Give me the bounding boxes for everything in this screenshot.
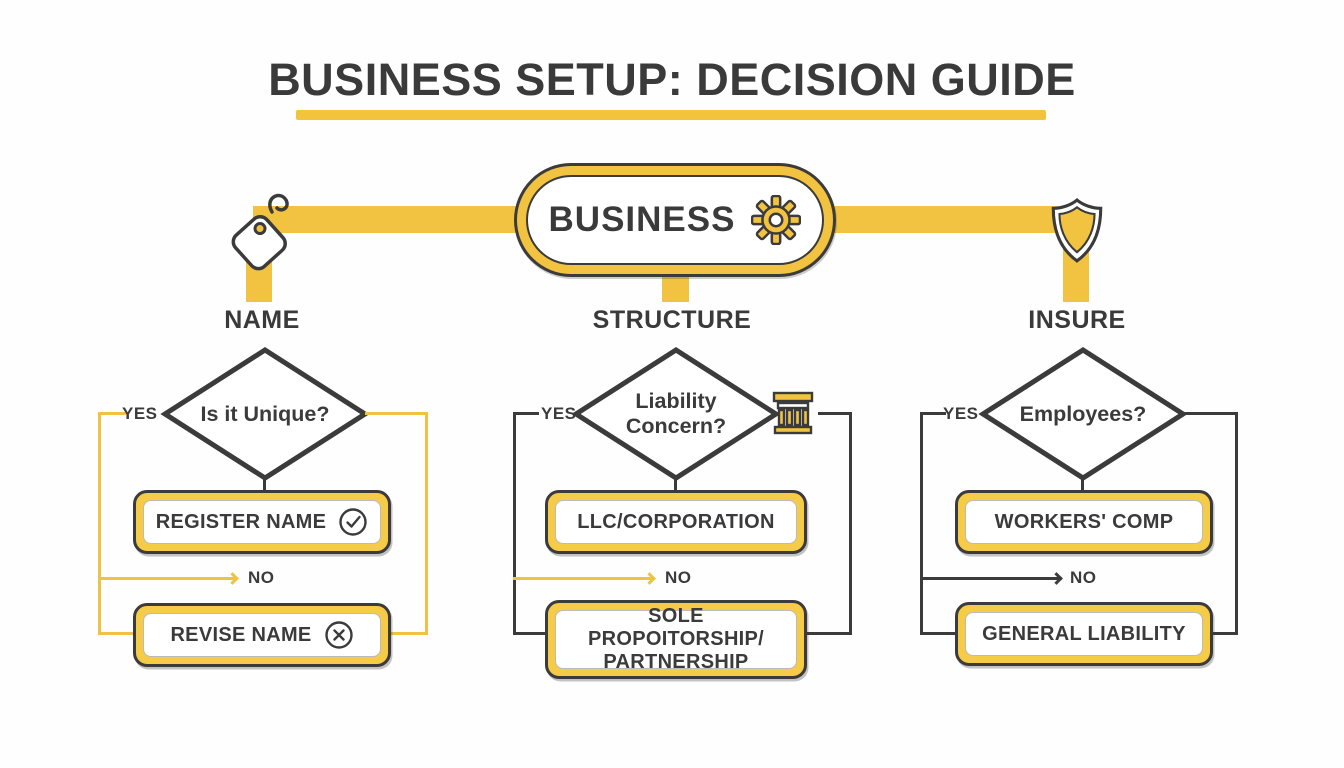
structure-no-arrowhead — [643, 572, 656, 585]
insure-left-bottom-connector — [920, 632, 958, 635]
name-right-connector — [365, 412, 428, 415]
bank-icon — [772, 391, 814, 435]
name-right-bottom-connector — [390, 632, 428, 635]
sole-proprietorship-label: SOLE PROPOITORSHIP/ PARTNERSHIP — [587, 605, 765, 673]
decision-diamond-structure — [571, 347, 781, 481]
business-node-label: BUSINESS — [548, 200, 736, 239]
question-structure: Liability Concern? — [625, 389, 727, 438]
x-circle-icon — [324, 621, 353, 649]
branch-label-name: NAME — [224, 306, 300, 334]
shield-icon — [1051, 198, 1103, 263]
business-node-inner: BUSINESS — [526, 175, 824, 265]
business-node: BUSINESS — [514, 163, 836, 277]
register-name-box: REGISTER NAME — [133, 490, 391, 554]
insure-no-arrowhead — [1050, 572, 1063, 585]
structure-right-bottom-connector — [807, 632, 852, 635]
yes-label-name: YES — [122, 404, 158, 423]
structure-left-connector — [513, 412, 516, 635]
register-name-label: REGISTER NAME — [155, 510, 327, 533]
workers-comp-label: WORKERS' COMP — [994, 510, 1174, 533]
page-title: BUSINESS SETUP: DECISION GUIDE — [268, 54, 1076, 105]
title-underline — [296, 110, 1046, 120]
insure-yes-connector — [920, 412, 946, 415]
name-left-connector — [98, 412, 101, 635]
revise-name-box: REVISE NAME — [133, 603, 391, 667]
no-label-structure: NO — [665, 568, 692, 587]
insure-no-arrow — [920, 577, 1060, 580]
name-no-arrowhead — [226, 572, 239, 585]
structure-yes-connector — [513, 412, 539, 415]
structure-right-connector — [818, 412, 852, 415]
yes-label-insure: YES — [943, 404, 979, 423]
general-liability-label: GENERAL LIABILITY — [982, 622, 1186, 645]
branch-label-structure: STRUCTURE — [592, 306, 752, 334]
general-liability-box: GENERAL LIABILITY — [955, 602, 1213, 666]
workers-comp-box: WORKERS' COMP — [955, 490, 1213, 554]
no-label-name: NO — [248, 568, 275, 587]
insure-diamond-to-box-connector — [1081, 477, 1084, 491]
yes-label-structure: YES — [541, 404, 577, 423]
no-label-insure: NO — [1070, 568, 1097, 587]
llc-corporation-label: LLC/CORPORATION — [577, 510, 775, 533]
structure-left-bottom-connector — [513, 632, 549, 635]
name-yes-connector — [98, 412, 126, 415]
name-left-bottom-connector — [98, 632, 138, 635]
insure-left-connector — [920, 412, 923, 635]
insure-right-vertical-connector — [1235, 412, 1238, 635]
structure-diamond-to-box-connector — [674, 478, 677, 491]
insure-right-bottom-connector — [1212, 632, 1238, 635]
question-insure: Employees? — [1019, 401, 1147, 426]
structure-right-vertical-connector — [849, 412, 852, 635]
structure-no-arrow — [513, 577, 653, 580]
llc-corporation-box: LLC/CORPORATION — [545, 490, 807, 554]
sole-proprietorship-box: SOLE PROPOITORSHIP/ PARTNERSHIP — [545, 600, 807, 679]
branch-label-insure: INSURE — [1028, 306, 1126, 334]
check-circle-icon — [339, 508, 367, 536]
question-name: Is it Unique? — [200, 401, 330, 426]
name-no-arrow — [98, 577, 236, 580]
gear-icon — [751, 195, 802, 245]
insure-right-connector — [1182, 412, 1238, 415]
name-diamond-to-box-connector — [263, 478, 266, 491]
tag-icon — [231, 193, 289, 271]
name-right-vertical-connector — [425, 412, 428, 635]
revise-name-label: REVISE NAME — [170, 623, 312, 646]
